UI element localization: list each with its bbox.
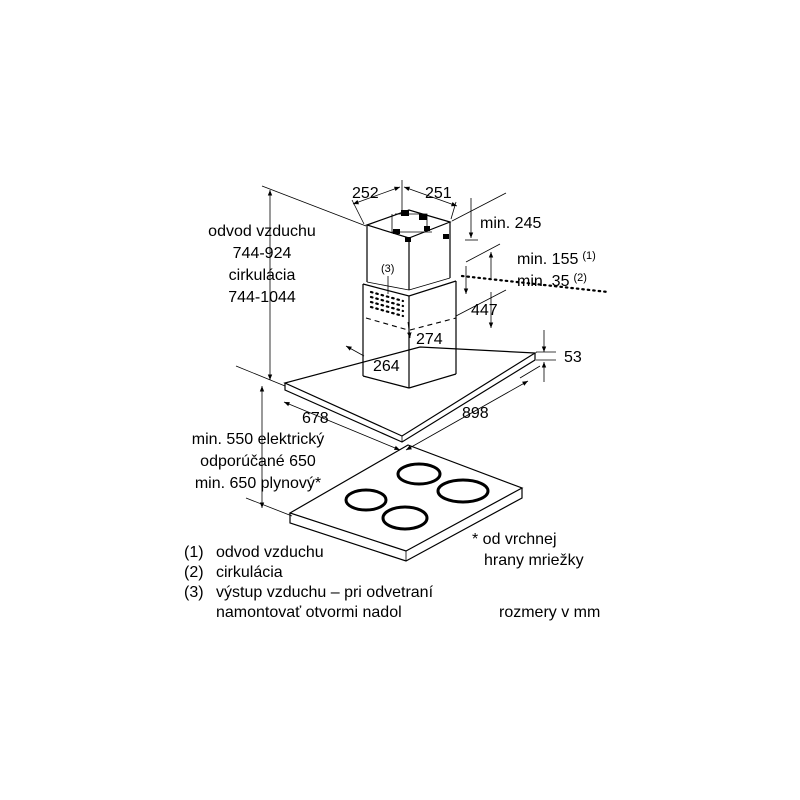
dim-min-245-label: min. 245 — [480, 215, 541, 232]
dim-53-label: 53 — [564, 349, 582, 366]
legend-text: výstup vzduchu – pri odvetraní — [216, 584, 434, 601]
dim-274-label: 274 — [416, 331, 443, 348]
legend-num: (1) — [184, 544, 204, 561]
upper-chimney — [365, 209, 452, 290]
dim-251-label: 251 — [425, 185, 452, 202]
clearance-label: min. 550 elektrický odporúčané 650 min. … — [192, 431, 325, 492]
cooktop-burner — [436, 478, 490, 504]
dimension-lines — [235, 180, 556, 517]
svg-text:744-1044: 744-1044 — [228, 289, 296, 306]
legend-num: (2) — [184, 564, 204, 581]
footnote: * od vrchnej hrany mriežky — [472, 531, 584, 569]
legend-text: odvod vzduchu — [216, 544, 324, 561]
legend-text: namontovať otvormi nadol — [216, 604, 402, 621]
dim-264-label: 264 — [373, 358, 400, 375]
svg-text:hrany mriežky: hrany mriežky — [484, 552, 584, 569]
dim-min-155-label: min. 155(1) — [517, 250, 596, 268]
svg-text:odvod vzduchu: odvod vzduchu — [208, 223, 316, 240]
dim-min-35-label: min. 35(2) — [517, 272, 587, 290]
dim-678-label: 678 — [302, 410, 329, 427]
legend-text: cirkulácia — [216, 564, 283, 581]
cooktop — [288, 444, 524, 562]
canopy — [283, 346, 537, 443]
svg-text:min. 650 plynový*: min. 650 plynový* — [195, 475, 321, 492]
svg-text:cirkulácia: cirkulácia — [229, 267, 296, 284]
svg-text:* od vrchnej: * od vrchnej — [472, 531, 557, 548]
ceiling-airflow-line — [460, 274, 610, 294]
legend: (1) odvod vzduchu (2) cirkulácia (3) výs… — [184, 544, 434, 621]
outlet-ref-label: (3) — [381, 263, 394, 275]
cooktop-burner — [344, 488, 388, 512]
legend-num: (3) — [184, 584, 204, 601]
dim-252-label: 252 — [352, 185, 379, 202]
cooktop-burner — [396, 462, 442, 486]
height-label: odvod vzduchu 744-924 cirkulácia 744-104… — [208, 223, 316, 306]
units-note: rozmery v mm — [499, 604, 600, 621]
dim-898-label: 898 — [462, 405, 489, 422]
dim-447-label: 447 — [471, 302, 498, 319]
svg-text:744-924: 744-924 — [233, 245, 292, 262]
svg-text:min. 550 elektrický: min. 550 elektrický — [192, 431, 325, 448]
air-outlet-grille — [369, 290, 405, 318]
svg-text:odporúčané 650: odporúčané 650 — [200, 453, 316, 470]
cooktop-burner — [381, 505, 429, 531]
